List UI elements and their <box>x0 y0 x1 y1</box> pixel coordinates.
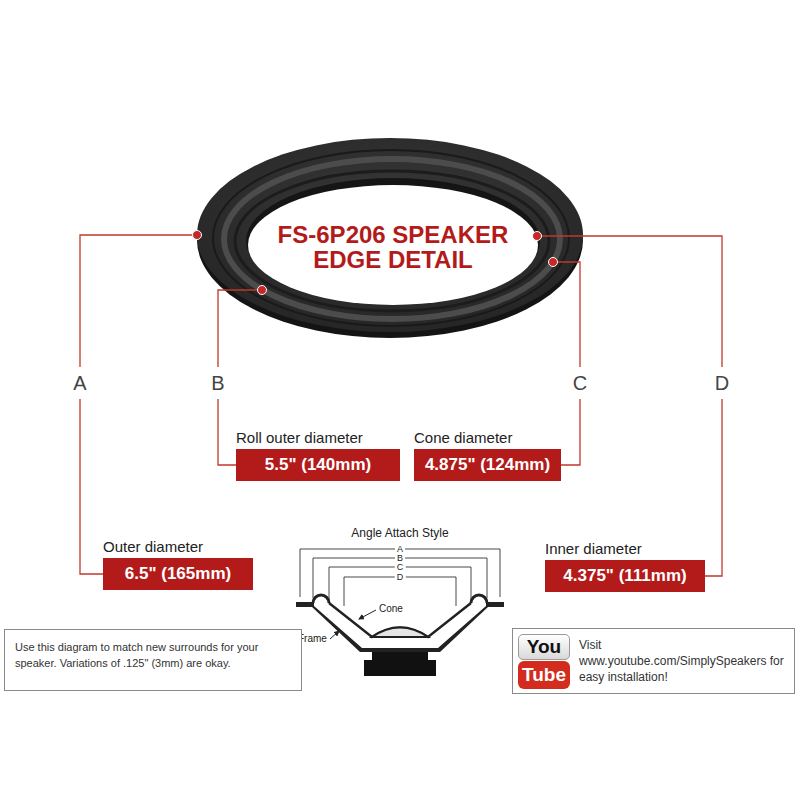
leader-line <box>80 235 197 367</box>
frame-section <box>296 602 504 652</box>
logo-you: You <box>518 634 570 660</box>
dimension-letter: D <box>715 371 729 395</box>
roll-inner <box>235 171 549 311</box>
leader-line <box>537 236 722 367</box>
dimension-value: 5.5" (140mm) <box>236 449 400 481</box>
bracket-letter: D <box>395 572 406 582</box>
dimension-box: Outer diameter 6.5" (165mm) <box>103 538 253 590</box>
logo-tube: Tube <box>518 661 570 689</box>
dimension-bracket <box>329 567 471 600</box>
logo-text: Tube <box>518 661 570 689</box>
note-text: Use this diagram to match new surrounds … <box>5 630 301 680</box>
dust-cap <box>372 628 428 638</box>
part-label: Cone <box>378 603 404 615</box>
dimension-value: 4.375" (111mm) <box>545 560 705 592</box>
dimension-heading: Outer diameter <box>103 538 253 556</box>
dimension-value: 4.875" (124mm) <box>414 449 561 481</box>
leader-line <box>80 399 103 574</box>
pole-piece <box>372 652 428 660</box>
dimension-letter: B <box>211 371 224 395</box>
marker-dot <box>258 286 267 295</box>
leader-line <box>697 399 722 576</box>
dimension-box: Cone diameter 4.875" (124mm) <box>414 429 561 481</box>
dimension-heading: Cone diameter <box>414 429 561 447</box>
section-title: Angle Attach Style <box>351 526 448 540</box>
inner-lip <box>246 178 540 304</box>
leader-line <box>218 399 236 465</box>
magnet <box>364 660 436 676</box>
roll-ridge <box>224 159 560 319</box>
dimension-letter: A <box>73 371 86 395</box>
note-box: Use this diagram to match new surrounds … <box>4 629 302 691</box>
video-link-box: Visit www.youtube.com/SimplySpeakers for… <box>512 628 795 694</box>
frame-pointer <box>330 631 339 639</box>
title-text: FS-6P206 SPEAKER EDGE DETAIL <box>268 222 518 272</box>
cone-section <box>329 603 471 637</box>
bracket-letter: C <box>395 562 406 572</box>
ring-flange <box>197 138 583 332</box>
marker-dot <box>193 231 202 240</box>
dimension-bracket <box>300 549 500 597</box>
cone-pointer <box>359 610 376 619</box>
dimension-box: Roll outer diameter 5.5" (140mm) <box>236 429 400 481</box>
dimension-heading: Roll outer diameter <box>236 429 400 447</box>
dimension-heading: Inner diameter <box>545 540 705 558</box>
roll-groove <box>213 150 569 326</box>
dimension-value: 6.5" (165mm) <box>103 558 253 590</box>
surround-roll <box>313 595 329 603</box>
leader-line <box>218 290 262 367</box>
leader-line <box>553 262 580 367</box>
marker-dot <box>533 232 542 241</box>
link-text: Visit www.youtube.com/SimplySpeakers for… <box>579 629 785 689</box>
marker-dot <box>549 258 558 267</box>
surround-roll <box>471 595 487 603</box>
dimension-bracket <box>313 558 487 598</box>
logo-text: You <box>519 635 569 659</box>
dimension-letter: C <box>573 371 587 395</box>
inner-hole <box>248 185 538 305</box>
dimension-box: Inner diameter 4.375" (111mm) <box>545 540 705 592</box>
